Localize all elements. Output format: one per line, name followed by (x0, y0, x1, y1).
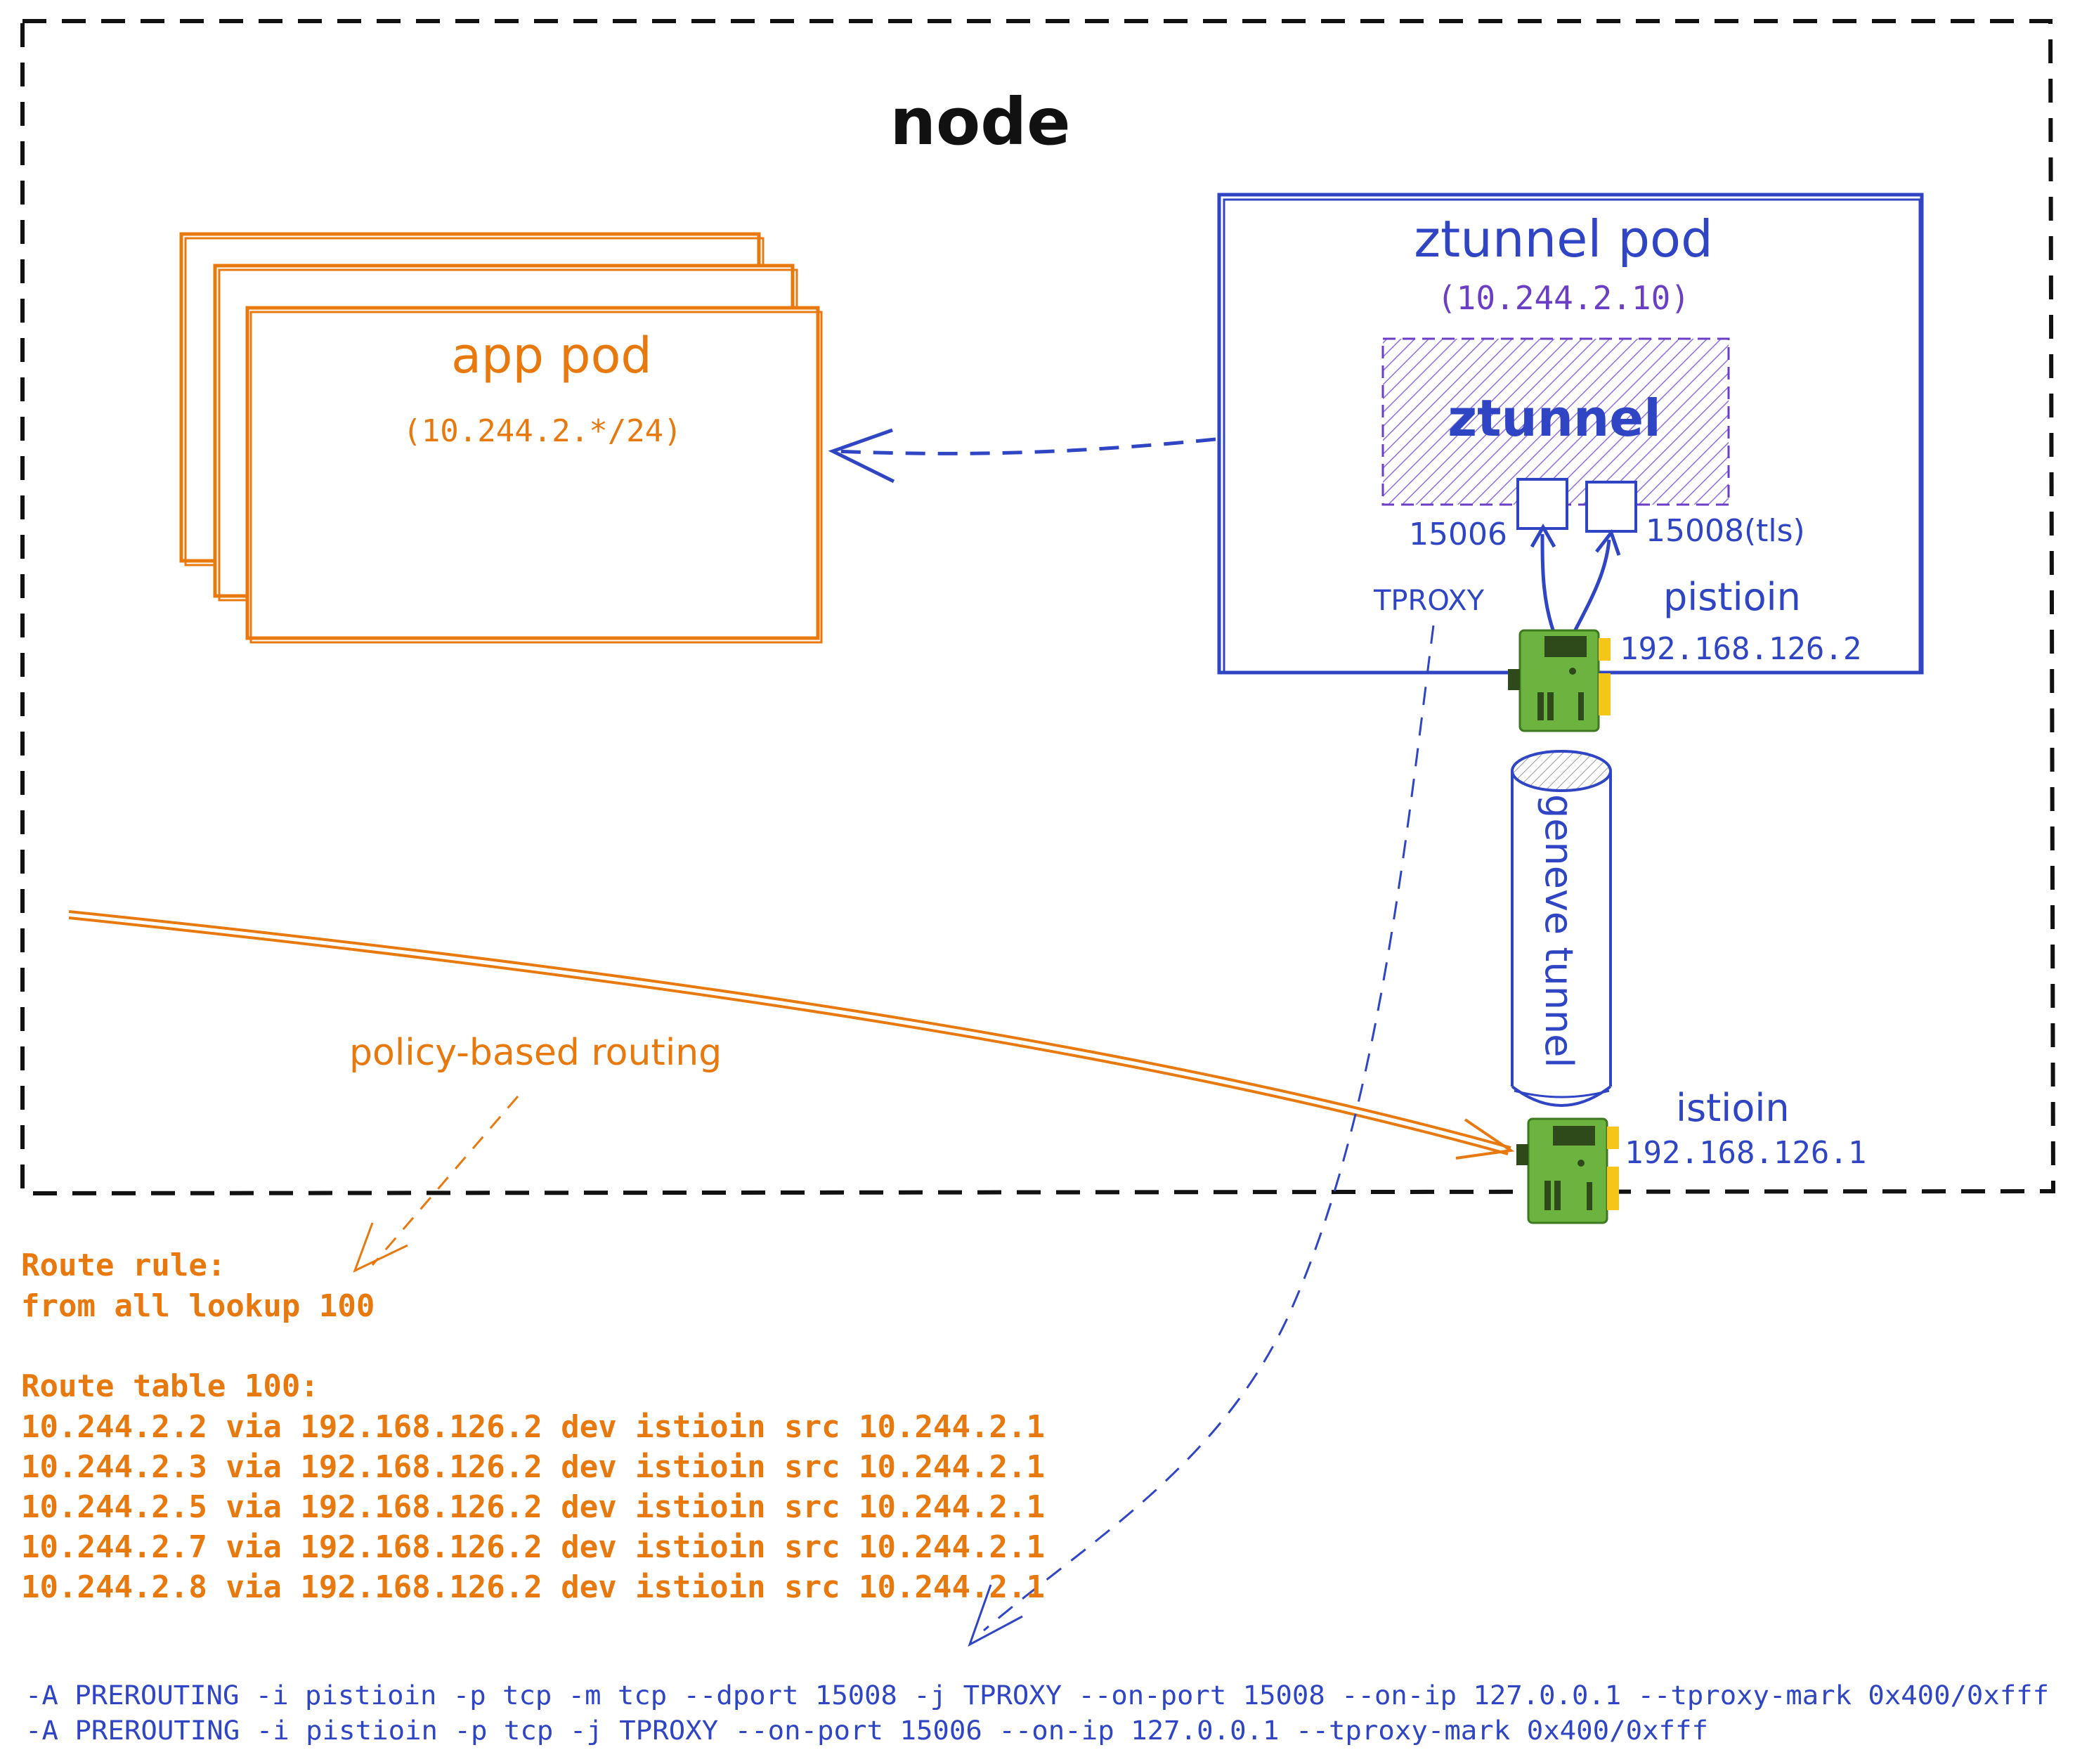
route-rule-header: Route rule: (21, 1247, 226, 1283)
istioin-nic-icon (1516, 1117, 1619, 1224)
iptables-rule: -A PREROUTING -i pistioin -p tcp -m tcp … (25, 1680, 2049, 1711)
geneve-tunnel-label: geneve tunnel (1537, 794, 1581, 1068)
ztunnel-process (1381, 337, 1730, 506)
route-entry: 10.244.2.2 via 192.168.126.2 dev istioin… (21, 1409, 1045, 1445)
node-label: node (890, 84, 1071, 160)
port-15006-box (1516, 478, 1568, 530)
policy-routing-arrow (68, 910, 1515, 1160)
route-rule: from all lookup 100 (21, 1288, 375, 1324)
istioin-ip: 192.168.126.1 (1625, 1135, 1866, 1171)
policy-to-route-arrow (353, 1096, 519, 1273)
ztunnel-pod-ip: (10.244.2.10) (1437, 279, 1690, 317)
pistioin-nic-icon (1508, 629, 1611, 732)
port-15008-label: 15008(tls) (1646, 513, 1805, 549)
pistioin-name: pistioin (1663, 575, 1801, 619)
ztunnel-label: ztunnel (1448, 389, 1661, 448)
nic-to-port-arrows (1530, 523, 1621, 641)
app-pod-title: app pod (451, 327, 652, 384)
route-table-header: Route table 100: (21, 1368, 319, 1404)
route-entry: 10.244.2.5 via 192.168.126.2 dev istioin… (21, 1489, 1045, 1525)
route-entry: 10.244.2.7 via 192.168.126.2 dev istioin… (21, 1529, 1045, 1565)
port-15006-label: 15006 (1409, 517, 1507, 552)
ztunnel-pod-title: ztunnel pod (1414, 209, 1713, 268)
policy-routing-label: policy-based routing (349, 1032, 722, 1074)
app-pod (179, 232, 823, 644)
tproxy-label: TPROXY (1373, 585, 1485, 617)
tproxy-to-iptables-arrow (968, 625, 1435, 1647)
app-pod-cidr: (10.244.2.*/24) (403, 413, 682, 449)
route-config: Route rule: from all lookup 100 Route ta… (21, 1247, 1045, 1605)
istioin-name: istioin (1676, 1086, 1790, 1130)
route-entry: 10.244.2.8 via 192.168.126.2 dev istioin… (21, 1569, 1045, 1605)
node-boundary (20, 19, 2056, 1196)
iptables-rules: -A PREROUTING -i pistioin -p tcp -m tcp … (25, 1680, 2049, 1746)
ztunnel-to-app-arrow (828, 428, 1216, 484)
route-entry: 10.244.2.3 via 192.168.126.2 dev istioin… (21, 1449, 1045, 1485)
port-15008-box (1585, 481, 1637, 533)
geneve-tunnel (1511, 750, 1612, 1107)
iptables-rule: -A PREROUTING -i pistioin -p tcp -j TPRO… (25, 1716, 1708, 1746)
pistioin-ip: 192.168.126.2 (1620, 631, 1861, 667)
